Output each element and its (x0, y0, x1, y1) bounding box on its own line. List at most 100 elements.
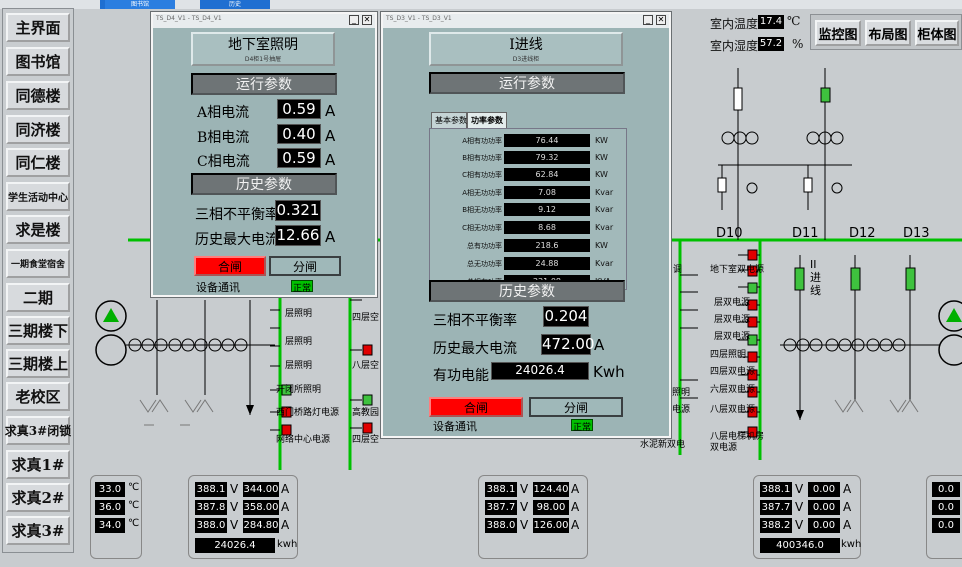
current-c-value: 0.59 (277, 148, 321, 168)
nav-tongren[interactable]: 同仁楼 (6, 148, 70, 177)
voltage-value: 0.0 (932, 482, 960, 497)
nav-old-campus[interactable]: 老校区 (6, 382, 70, 411)
voltage-value: 387.7 (485, 500, 517, 515)
current-a-unit: A (325, 102, 336, 120)
voltage-value: 387.8 (195, 500, 227, 515)
voltage-value: 0.0 (932, 518, 960, 533)
load-label: 八层电梯机房双电源 (710, 432, 765, 453)
history-params-header: 历史参数 (191, 173, 337, 195)
load-label: 层照明 (285, 337, 313, 347)
row-unit: KW (595, 136, 608, 145)
open-breaker-button[interactable]: 分闸 (269, 256, 341, 276)
current-unit: A (843, 482, 852, 496)
nav-qiuzhen2[interactable]: 求真2# (6, 483, 70, 512)
nav-canteen-dorm[interactable]: 一期食堂宿舍 (6, 249, 70, 278)
left-nav: 主界面 图书馆 同德楼 同济楼 同仁楼 学生活动中心 求是楼 一期食堂宿舍 二期… (2, 8, 74, 553)
close-icon[interactable]: ✕ (656, 15, 666, 25)
bus-label-d11: D11 (792, 226, 819, 241)
nav-phase3-up[interactable]: 三期楼上 (6, 349, 70, 378)
current-a-value: 0.59 (277, 99, 321, 119)
device-header: 地下室照明 D4柜1号抽屉 (191, 32, 335, 66)
row-label: B相无功功率 (462, 206, 502, 214)
row-value: 76.44 (504, 134, 590, 147)
nav-tongde[interactable]: 同德楼 (6, 81, 70, 110)
current-unit: A (281, 482, 290, 496)
current-unit: A (281, 500, 290, 514)
nav-main[interactable]: 主界面 (6, 13, 70, 42)
humidity-value: 57.2 (758, 37, 784, 51)
nav-qiuzhen3-lock[interactable]: 求真3#闭锁 (5, 416, 71, 445)
current-c-unit: A (325, 151, 336, 169)
max-current-value: 12.66 (275, 225, 321, 246)
load-label: 水泥新双电 (640, 440, 686, 450)
voltage-value: 388.0 (195, 518, 227, 533)
minimize-icon[interactable]: _ (349, 15, 359, 25)
voltage-value: 388.0 (485, 518, 517, 533)
imbalance-label: 三相不平衡率 (433, 313, 517, 329)
view-monitor-button[interactable]: 监控图 (815, 20, 861, 46)
row-label: B相有功功率 (462, 154, 502, 162)
nav-qiuzhen1[interactable]: 求真1# (6, 450, 70, 479)
current-unit: A (571, 482, 580, 496)
view-cabinet-button[interactable]: 柜体图 (915, 20, 959, 46)
energy-unit: Kwh (593, 363, 625, 381)
feeder-meter-1: 388.1 V 344.00 A 387.8 V 358.00 A 388.0 … (188, 475, 298, 559)
temp-unit: ℃ (128, 518, 140, 529)
row-unit: KW (595, 170, 608, 179)
imbalance-value: 0.204 (543, 306, 589, 327)
nav-qiuzhen3[interactable]: 求真3# (6, 516, 70, 545)
feeder-meter-3: 388.1 V 0.00 A 387.7 V 0.00 A 388.2 V 0.… (753, 475, 861, 559)
tab-library[interactable]: 图书馆 (105, 0, 175, 9)
nav-phase2[interactable]: 二期 (6, 283, 70, 312)
load-label: 八层空 (352, 361, 380, 371)
device-subtitle: D4柜1号抽屉 (244, 56, 282, 63)
voltage-unit: V (795, 500, 804, 514)
load-label: 八层双电源 (710, 405, 756, 415)
load-label: 层照明 (285, 309, 313, 319)
voltage-unit: V (230, 482, 239, 496)
temp-unit: ℃ (787, 14, 801, 28)
nav-student-center[interactable]: 学生活动中心 (6, 182, 70, 211)
tab-history[interactable]: 历史 (200, 0, 270, 9)
feeder-meter-2: 388.1 V 124.40 A 387.7 V 98.00 A 388.0 V… (478, 475, 588, 559)
row-unit: Kvar (595, 223, 614, 232)
max-current-label: 历史最大电流 (433, 341, 517, 357)
device-name: I进线 (509, 37, 543, 53)
comm-label: 设备通讯 (433, 420, 477, 433)
view-layout-button[interactable]: 布局图 (865, 20, 911, 46)
load-label: 照明 (672, 388, 691, 398)
voltage-unit: V (520, 518, 529, 532)
run-params-header: 运行参数 (191, 73, 337, 95)
open-breaker-button[interactable]: 分闸 (529, 397, 623, 417)
max-current-unit: A (325, 228, 336, 246)
row-label: 总有功功率 (467, 242, 502, 250)
minimize-icon[interactable]: _ (643, 15, 653, 25)
load-label: 网络中心电源 (276, 435, 331, 445)
close-icon[interactable]: ✕ (362, 15, 372, 25)
current-b-label: B相电流 (197, 130, 250, 146)
load-label: 四层照明 (710, 350, 747, 360)
voltage-value: 0.0 (932, 500, 960, 515)
nav-phase3-down[interactable]: 三期楼下 (6, 316, 70, 345)
energy-value: 24026.4 (491, 362, 589, 380)
current-b-value: 0.40 (277, 124, 321, 144)
energy-value: 24026.4 (195, 538, 275, 553)
nav-qiushi[interactable]: 求是楼 (6, 215, 70, 244)
close-breaker-button[interactable]: 合闸 (429, 397, 523, 417)
nav-tongji[interactable]: 同济楼 (6, 115, 70, 144)
view-switcher: 监控图 布局图 柜体图 (810, 14, 962, 50)
row-value: 9.12 (504, 203, 590, 216)
device-header: I进线 D3进线柜 (429, 32, 623, 66)
current-value: 0.00 (808, 518, 840, 533)
row-label: A相有功功率 (462, 137, 502, 145)
nav-library[interactable]: 图书馆 (6, 47, 70, 76)
row-label: C相无功功率 (462, 224, 502, 232)
current-a-label: A相电流 (197, 105, 250, 121)
close-breaker-button[interactable]: 合闸 (194, 256, 266, 276)
voltage-value: 388.1 (485, 482, 517, 497)
comm-status-badge: 正常 (291, 280, 313, 294)
